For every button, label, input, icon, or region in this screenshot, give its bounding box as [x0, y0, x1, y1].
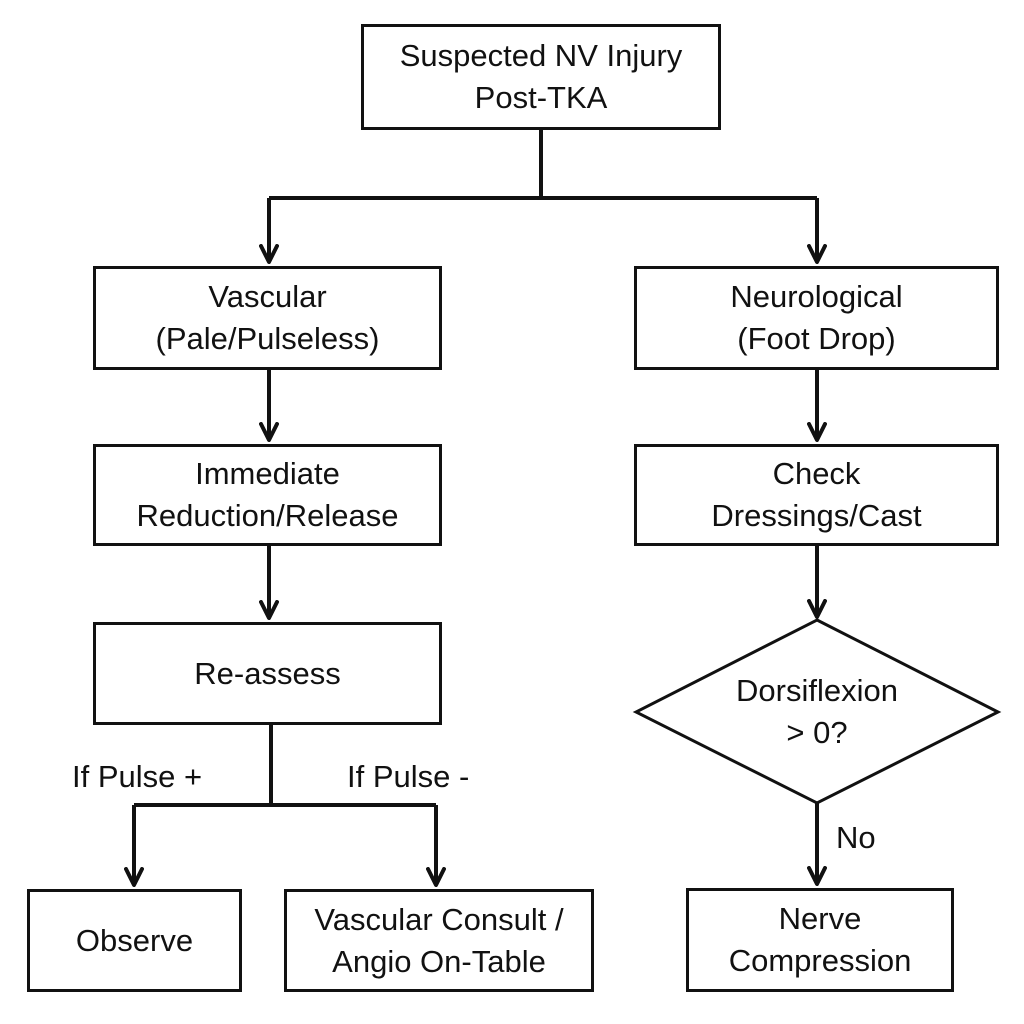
decision-diamond [632, 618, 1002, 805]
node-observe: Observe [27, 889, 242, 992]
node-reassess: Re-assess [93, 622, 442, 725]
node-label-line: Post-TKA [474, 80, 608, 115]
node-label-line: (Foot Drop) [737, 321, 896, 356]
node-label-line: Reduction/Release [136, 498, 399, 533]
edge-label-pulse-negative: If Pulse - [347, 759, 470, 794]
node-label-line: Suspected NV Injury [399, 38, 683, 73]
edge-label-no: No [836, 820, 876, 855]
edge-label-pulse-positive: If Pulse + [72, 759, 203, 794]
node-label-line: Observe [75, 922, 194, 958]
node-immediate-reduction: Immediate Reduction/Release [93, 444, 442, 546]
node-label-line: Re-assess [194, 655, 341, 691]
node-neurological: Neurological (Foot Drop) [634, 266, 999, 370]
node-label-line: Compression [728, 943, 912, 978]
node-label-line: Dressings/Cast [711, 498, 922, 533]
decision-label-line: > 0? [786, 715, 848, 750]
node-label-line: Angio On-Table [332, 943, 546, 979]
decision-label: Dorsiflexion > 0? [667, 670, 967, 754]
node-label-line: Neurological [730, 279, 903, 314]
node-label-line: Check [772, 456, 861, 491]
node-label-line: (Pale/Pulseless) [155, 321, 380, 356]
node-label-line: Vascular [208, 279, 327, 314]
node-label-line: Nerve [778, 901, 862, 936]
decision-label-line: Dorsiflexion [736, 673, 898, 708]
node-suspected-nv-injury: Suspected NV Injury Post-TKA [361, 24, 721, 130]
node-label-line: Vascular Consult / [314, 901, 564, 937]
node-vascular: Vascular (Pale/Pulseless) [93, 266, 442, 370]
node-label-line: Immediate [195, 456, 340, 491]
node-check-dressings: Check Dressings/Cast [634, 444, 999, 546]
node-vascular-consult: Vascular Consult / Angio On-Table [284, 889, 594, 992]
node-nerve-compression: Nerve Compression [686, 888, 954, 992]
